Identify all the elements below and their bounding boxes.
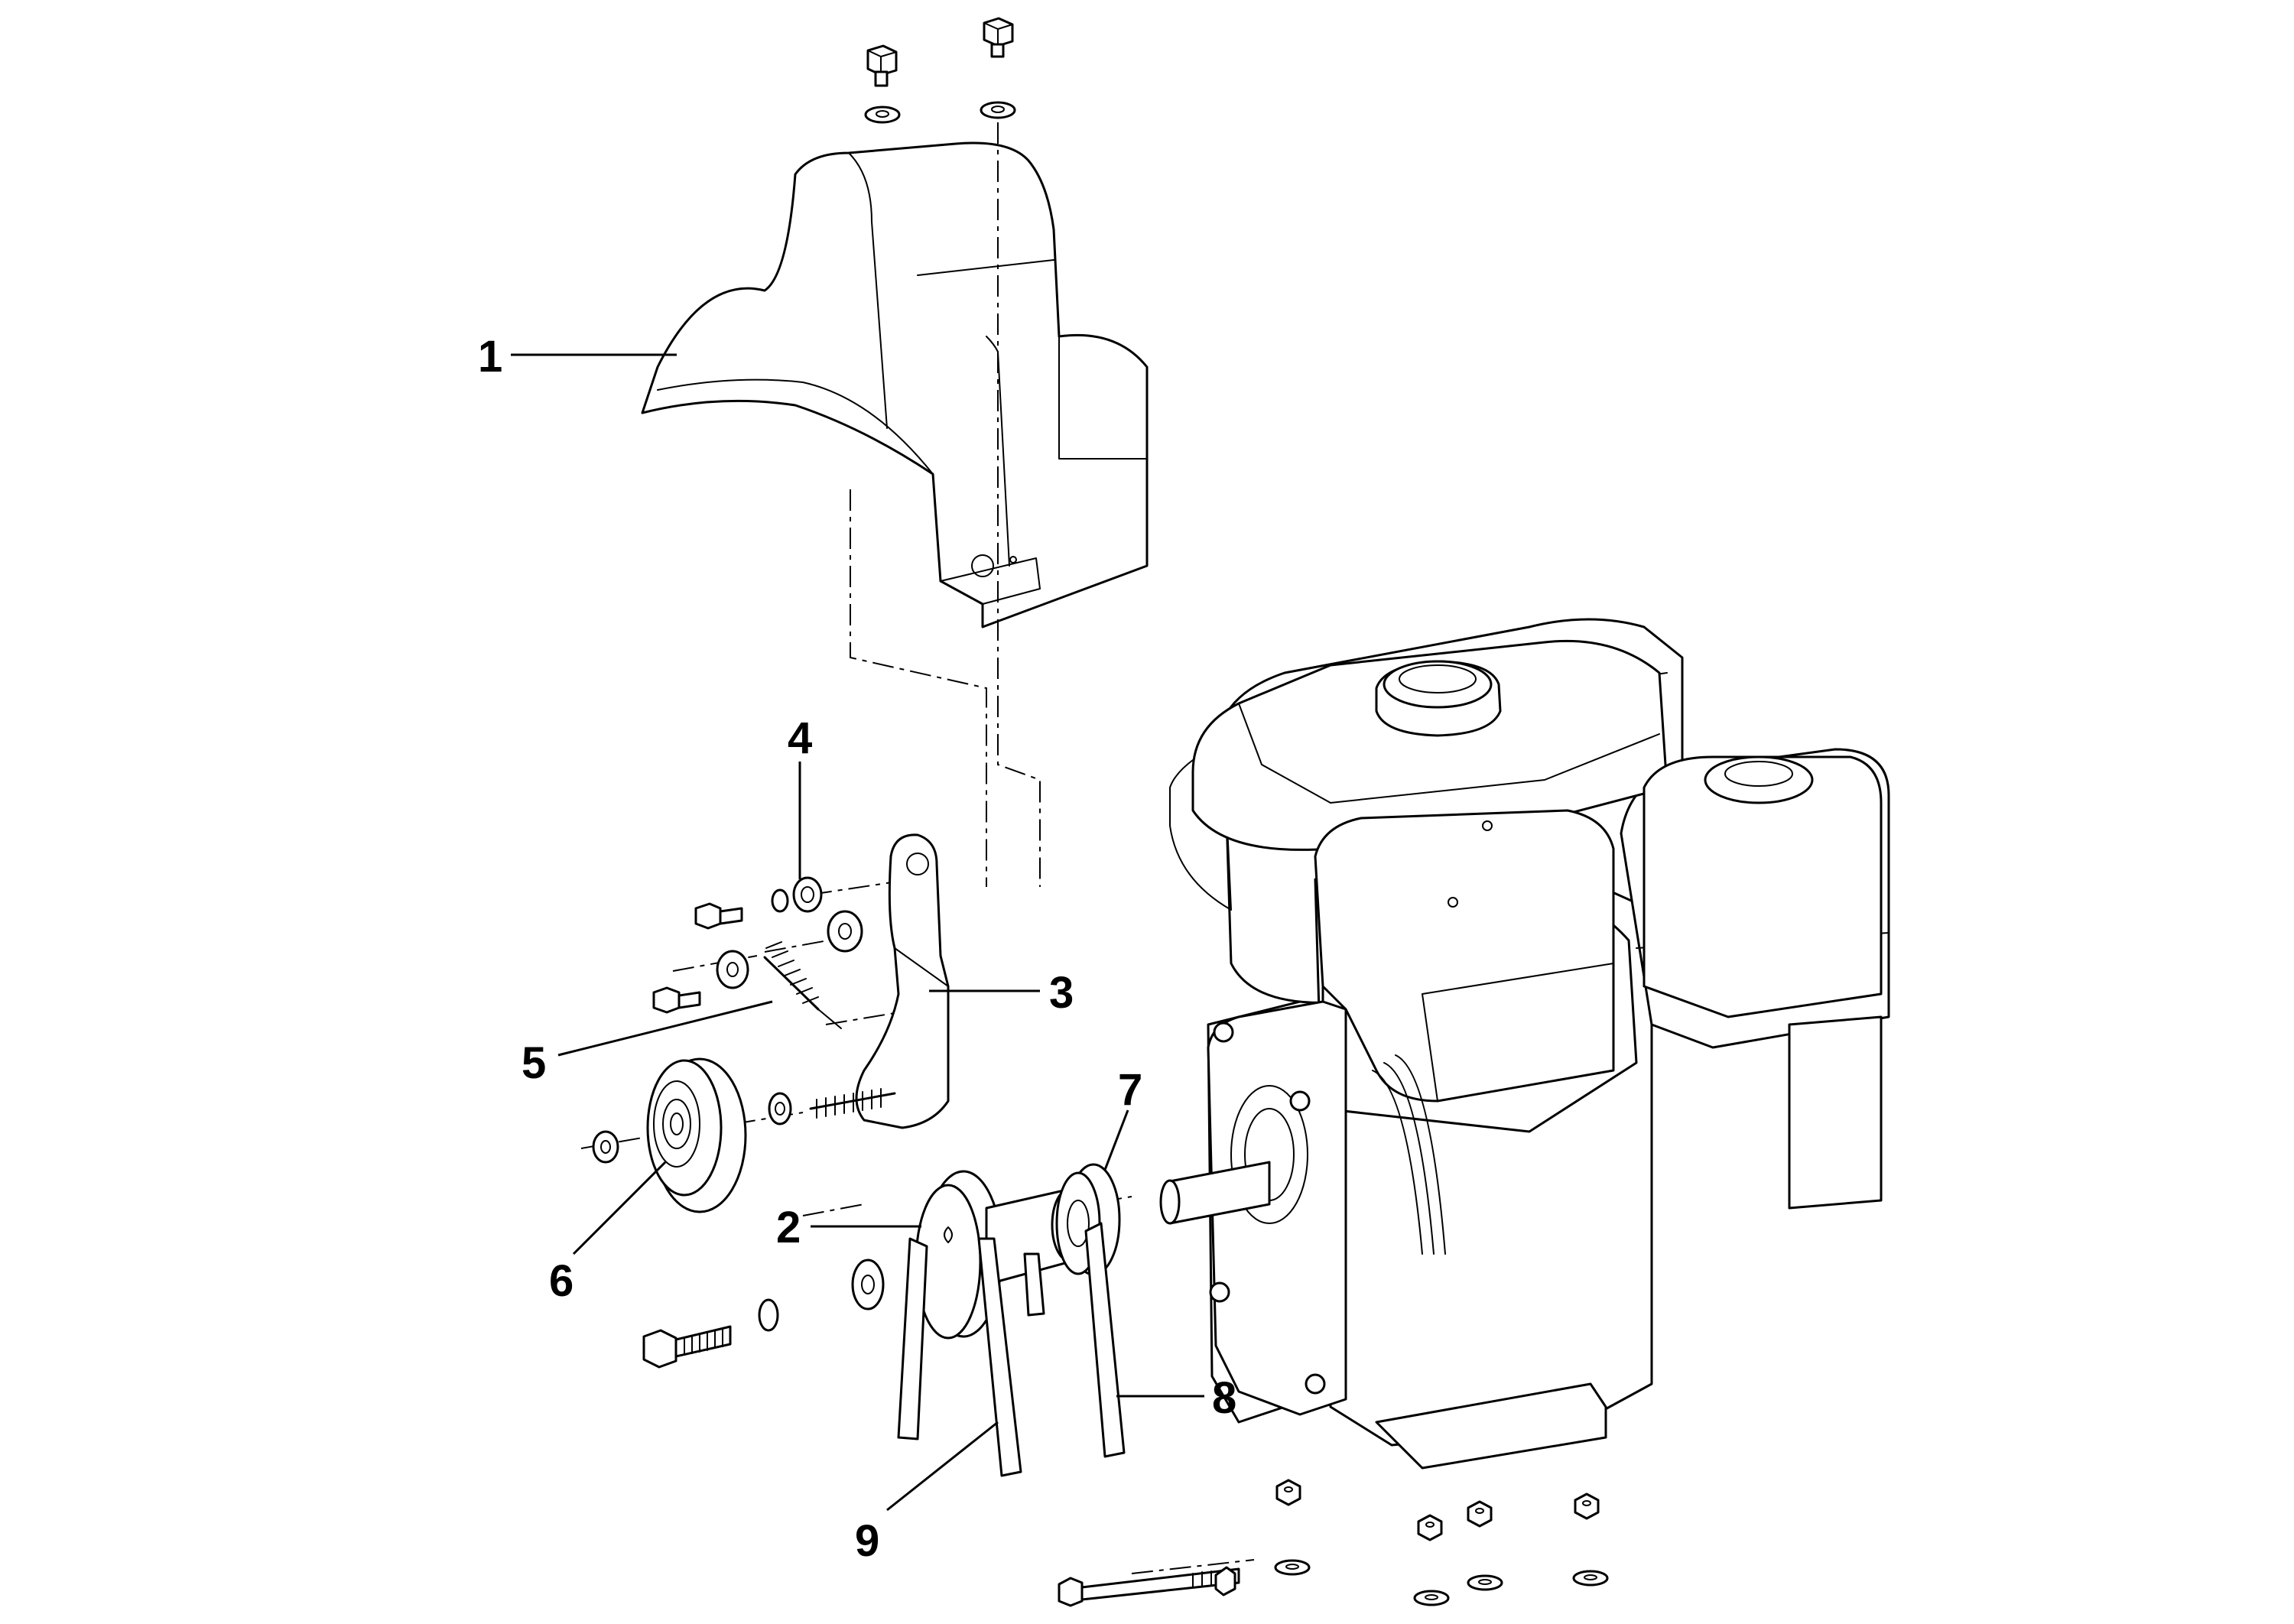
callout-9: 9 [855,1516,879,1566]
bracket-washer-lower [716,950,749,989]
callout-6: 6 [549,1256,574,1306]
engine-cooling-fins [1372,1054,1446,1255]
top-bolt-left [866,44,898,87]
engine-mount-nut-on-bolt [1214,1566,1236,1596]
mount-washer-1 [1274,1559,1311,1576]
mount-washer-4 [1572,1570,1609,1587]
leader-7 [1103,1109,1129,1171]
pulley-lock-washer [758,1298,779,1332]
mount-washer-3 [1467,1574,1503,1591]
engine-mount-bolt [1058,1567,1240,1607]
leader-5 [557,1000,773,1057]
mount-nut-1 [1275,1479,1301,1506]
idler-pulley [646,1057,747,1213]
bracket-washer-mid [827,910,863,953]
pulley-washer [851,1259,885,1311]
pulley-bolt [642,1325,732,1369]
mount-washer-2 [1413,1590,1450,1606]
belt-front [897,1237,1022,1477]
idler-bracket [855,833,950,1129]
mount-nut-4 [1574,1492,1600,1520]
callout-7: 7 [1118,1065,1142,1115]
leader-lines [511,353,1204,1512]
belt-guard-cover [641,141,1149,628]
belt-rear [1023,1222,1126,1458]
fuel-tank [1191,639,1669,851]
air-cleaner [1643,755,1883,1018]
idler-pulley-washer [592,1130,619,1164]
callout-3: 3 [1049,968,1074,1018]
mount-nut-2 [1417,1514,1443,1541]
idler-spring-lower [809,1088,896,1119]
bracket-bolt-lower [652,986,701,1014]
callout-labels: 1 2 3 4 5 6 7 8 9 [478,332,1236,1566]
callout-4: 4 [788,713,812,763]
bracket-bolt-upper [694,902,743,930]
leader-9 [886,1421,999,1512]
bracket-lock-washer-upper [771,888,789,913]
bracket-nut-upper [792,876,823,913]
callout-1: 1 [478,332,502,382]
callout-8: 8 [1212,1373,1236,1423]
fuel-cap [1375,660,1502,737]
top-bolt-right [983,17,1014,58]
idler-spring-upper [763,941,842,1029]
mount-nut-3 [1467,1500,1493,1528]
callout-5: 5 [522,1038,546,1088]
idler-spacer [768,1092,792,1125]
top-washer-left [864,106,901,124]
leader-6 [572,1161,667,1255]
top-washer-right [980,101,1016,119]
crankshaft [1159,1161,1271,1225]
callout-2: 2 [776,1203,801,1252]
